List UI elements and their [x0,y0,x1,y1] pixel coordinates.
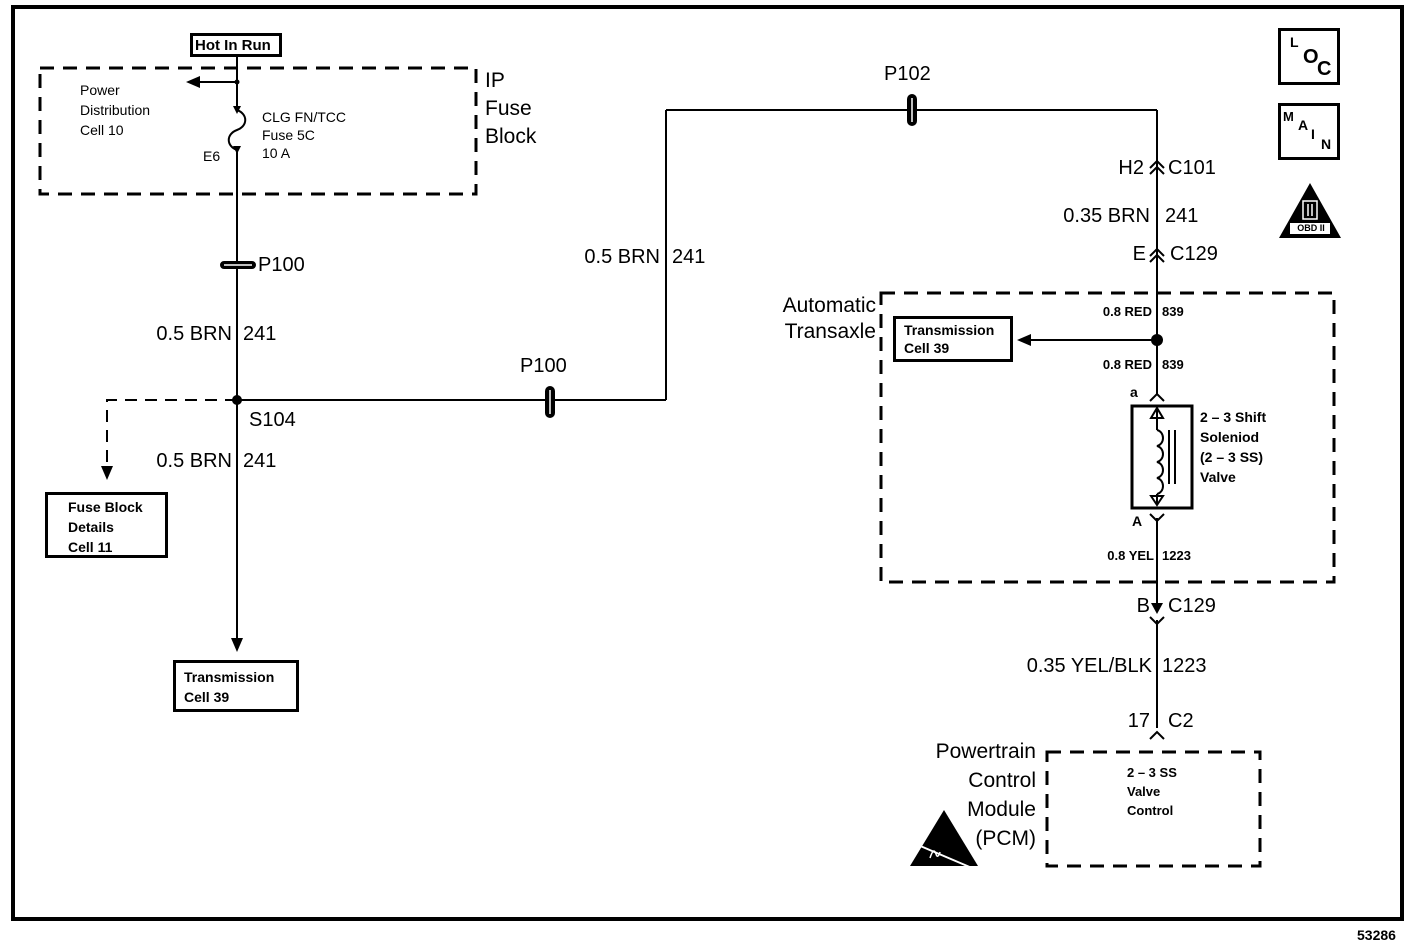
solenoid-label: 2 – 3 Shift Soleniod (2 – 3 SS) Valve [1200,409,1267,485]
circuit-label-left-upper: 241 [243,323,277,345]
wire-label-left-upper: 0.5 BRN [156,323,232,345]
p100-lower-connector-symbol [545,386,555,418]
wire-label-left-lower: 0.5 BRN [156,450,232,472]
obd-ii-icon [1279,183,1341,238]
c129-top-name-label: C129 [1170,243,1218,265]
c2-name-label: C2 [1168,710,1194,732]
p100-upper-label: P100 [258,254,305,276]
p102-connector-symbol [907,94,917,126]
c101-pin-label: H2 [1118,157,1144,179]
fuse-terminal-top [233,106,241,114]
hot-in-run-label: Hot In Run [190,33,282,57]
dashed-wire-to-fuse-block-details [106,399,237,468]
c129-bottom-pin-label: B [1136,595,1150,617]
ip-fuse-block-outline [38,66,478,196]
solenoid-coil [1156,429,1164,495]
p102-label: P102 [884,63,931,85]
circuit-label-yel-blk: 1223 [1162,655,1207,677]
power-distribution-reference[interactable]: Power Distribution Cell 10 [80,82,151,138]
wire-label-yel: 0.8 YEL [1107,548,1154,563]
transmission-cell-39-reference-right[interactable]: Transmission Cell 39 [893,316,1013,362]
splice-s104-label: S104 [249,409,296,431]
circuit-label-center: 241 [672,246,706,268]
solenoid-pin-a-label: a [1130,384,1138,400]
wire-label-red-upper: 0.8 RED [1102,304,1152,319]
wire-label-right-top: 0.35 BRN [1063,205,1150,227]
arrow-to-transmission-left [231,638,243,652]
automatic-transaxle-label: Automatic Transaxle [782,294,876,343]
fuse-terminal-e6: E6 [203,148,221,164]
c101-connector-symbol [1149,159,1165,175]
p100-lower-label: P100 [520,355,567,377]
main-icon[interactable]: M A I N [1278,103,1340,160]
obd-ii-label: OBD II [1297,223,1325,233]
solenoid-pin-a-symbol [1149,392,1165,402]
loc-icon[interactable]: L O C [1278,28,1340,85]
pcm-internal-label: 2 – 3 SS Valve Control [1127,765,1177,818]
c129-top-connector-symbol [1149,247,1165,263]
arrow-to-fuse-block-details [101,466,113,480]
solenoid-pin-A-label: A [1132,513,1143,529]
c129-bottom-arrow [1151,603,1163,614]
c2-connector-symbol [1149,730,1165,740]
wire-label-yel-blk: 0.35 YEL/BLK [1026,655,1152,677]
p100-upper-connector-symbol [220,261,256,269]
automatic-transaxle-outline [879,291,1336,584]
solenoid-box [1130,404,1194,510]
esd-sensitive-icon [910,810,978,869]
circuit-label-red-upper: 839 [1162,304,1184,319]
diagram-frame [11,5,1404,921]
transmission-cell-39-reference-left[interactable]: Transmission Cell 39 [173,660,299,712]
c129-bottom-name-label: C129 [1168,595,1216,617]
fuse-block-details-reference[interactable]: Fuse Block Details Cell 11 [45,492,168,558]
wire-label-center: 0.5 BRN [584,246,660,268]
arrow-to-transmission-right [1017,334,1031,346]
solenoid-arrow-down [1149,495,1165,507]
circuit-label-red-lower: 839 [1162,357,1184,372]
wire-label-red-lower: 0.8 RED [1102,357,1152,372]
pcm-label: Powertrain Control Module (PCM) [935,740,1036,850]
fuse-5c-label: CLG FN/TCC Fuse 5C 10 A [262,109,346,161]
c101-name-label: C101 [1168,157,1216,179]
ip-fuse-block-label: IP Fuse Block [485,69,537,148]
circuit-label-right-top: 241 [1165,205,1199,227]
figure-id: 53286 [1357,927,1396,943]
circuit-label-left-lower: 241 [243,450,277,472]
c2-pin-label: 17 [1127,710,1150,732]
c129-top-pin-label: E [1132,243,1146,265]
fuse-symbol [227,109,247,151]
circuit-label-yel: 1223 [1162,548,1191,563]
arrow-to-power-distribution [186,76,200,88]
solenoid-arrow-up [1149,406,1165,419]
